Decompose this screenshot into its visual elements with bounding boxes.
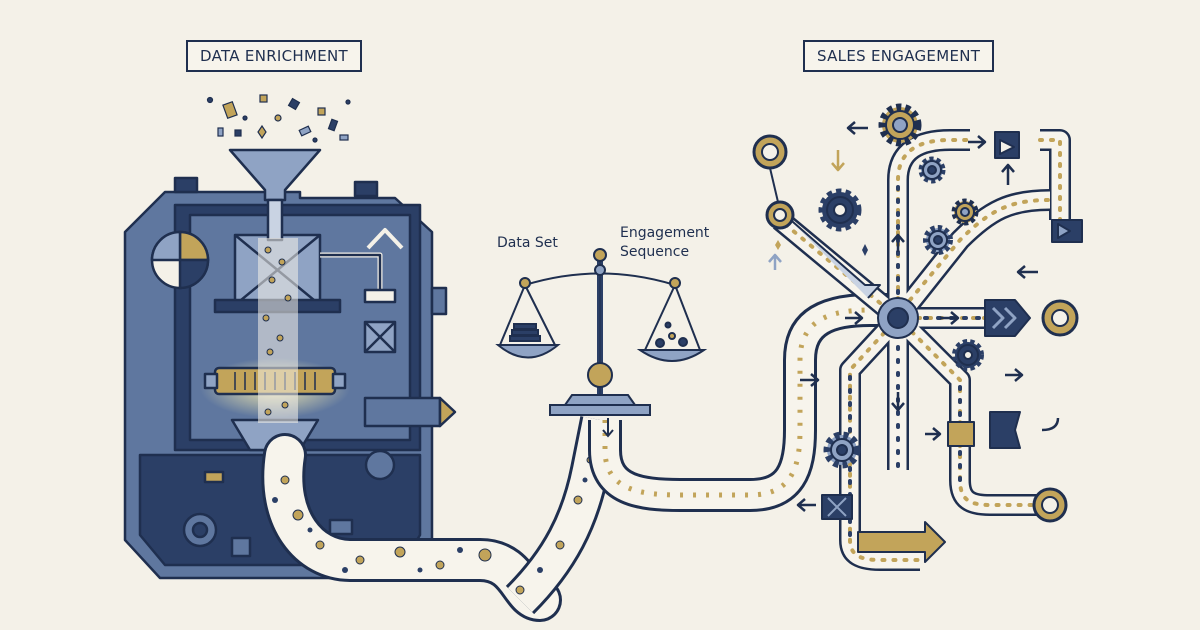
input-funnel: [228, 148, 322, 242]
chevron-up-icon: [366, 228, 404, 250]
node-circle-icon: [1041, 299, 1079, 337]
raw-data-particles: [206, 94, 351, 143]
node-circle-icon: [765, 200, 795, 230]
scale-pan-engagement-sequence: [636, 277, 708, 362]
triangle-gate-icon: [1051, 219, 1083, 243]
triangle-gate-icon: [994, 131, 1020, 159]
pie-gauge: [150, 230, 210, 290]
down-arrow-icon: [602, 418, 614, 438]
gear-icon: [952, 339, 984, 371]
gear-icon: [923, 225, 953, 255]
sales-engagement-title: SALES ENGAGEMENT: [803, 40, 995, 72]
data-enrichment-title: DATA ENRICHMENT: [186, 40, 363, 72]
gear-icon: [878, 103, 922, 147]
output-arrow-icon: [857, 521, 946, 563]
gear-icon: [818, 188, 862, 232]
engagement-sequence-line1: Engagement: [620, 225, 710, 241]
network-hub: [877, 297, 919, 339]
chevron-gate-icon: [984, 299, 1031, 337]
node-circle-icon: [752, 134, 788, 170]
gear-icon: [951, 198, 979, 226]
data-set-label: Data Set: [497, 235, 558, 251]
engagement-network: [752, 103, 1083, 571]
engagement-sequence-line2: Sequence: [620, 244, 690, 260]
engagement-input-pipe: [588, 293, 895, 512]
gear-icon: [823, 431, 861, 469]
gear-icon: [918, 156, 946, 184]
engagement-sequence-label: Engagement Sequence: [620, 224, 709, 262]
enrichment-output-pipe: [261, 416, 620, 622]
hourglass-gate-icon: [821, 494, 853, 520]
scale-pan-data-set: [495, 277, 561, 359]
balance-scale: [495, 248, 708, 438]
data-stream: [258, 238, 298, 423]
arrow-icon: [768, 121, 1060, 512]
node-circle-icon: [1032, 487, 1068, 523]
bowtie-gate-icon: [947, 411, 1021, 449]
